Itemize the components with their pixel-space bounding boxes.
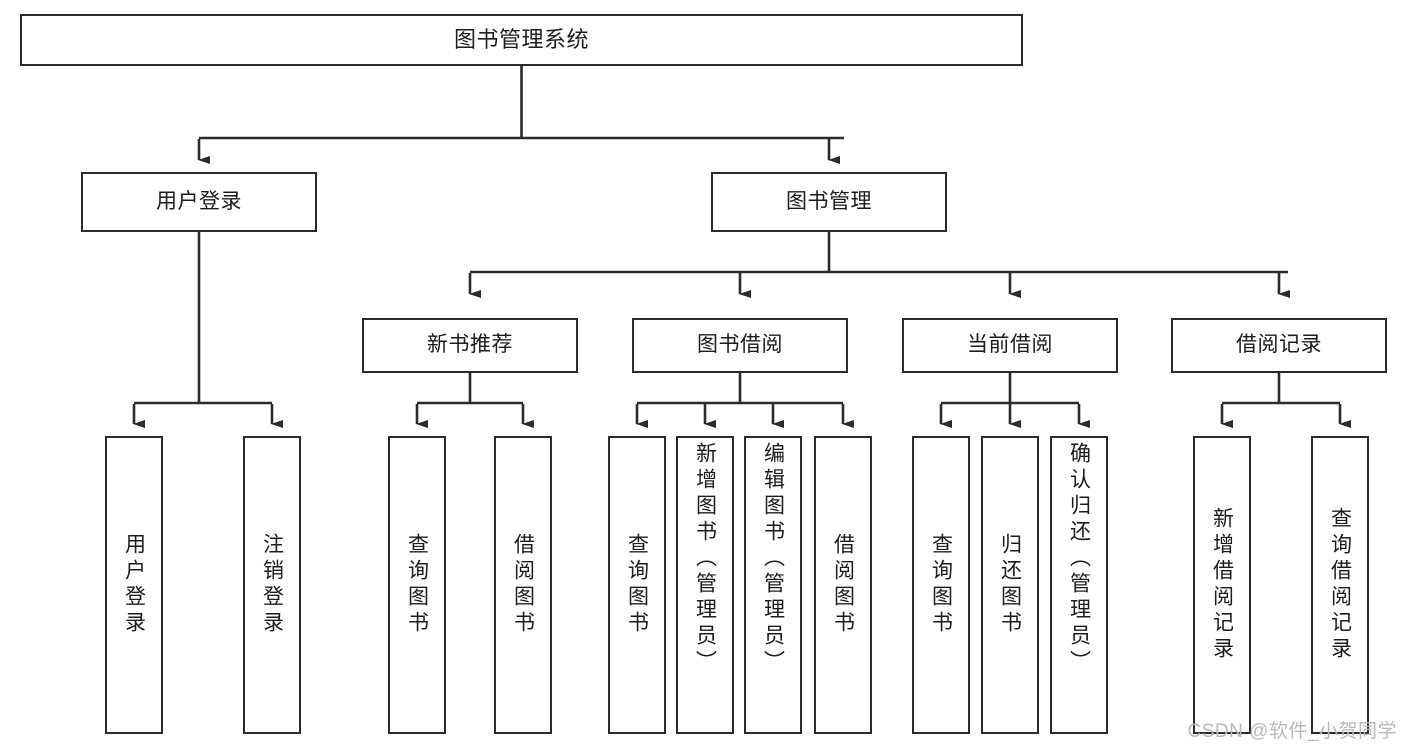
node-user-login[interactable]: 用户登录 [81, 172, 317, 232]
leaf-query-books-current[interactable]: 查询图书 [912, 436, 970, 734]
node-label: 新增图书（管理员） [693, 442, 717, 676]
leaf-query-books-borrow[interactable]: 查询图书 [608, 436, 666, 734]
node-label: 借阅记录 [1236, 333, 1322, 357]
node-label: 图书管理 [786, 189, 872, 213]
node-label: 查询图书 [405, 533, 429, 637]
node-label: 新增借阅记录 [1210, 507, 1234, 663]
leaf-query-borrow-record[interactable]: 查询借阅记录 [1311, 436, 1369, 734]
node-borrow-records[interactable]: 借阅记录 [1171, 318, 1387, 373]
node-label: 编辑图书（管理员） [761, 442, 785, 676]
node-new-book-recommend[interactable]: 新书推荐 [362, 318, 578, 373]
node-label: 查询图书 [929, 533, 953, 637]
node-label: 用户登录 [122, 533, 146, 637]
node-label: 借阅图书 [511, 533, 535, 637]
node-label: 新书推荐 [427, 333, 513, 357]
node-current-borrow[interactable]: 当前借阅 [902, 318, 1118, 373]
leaf-borrow-books-recommend[interactable]: 借阅图书 [494, 436, 552, 734]
leaf-add-borrow-record[interactable]: 新增借阅记录 [1193, 436, 1251, 734]
node-label: 确认归还（管理员） [1067, 442, 1091, 676]
leaf-user-login[interactable]: 用户登录 [105, 436, 163, 734]
node-label: 借阅图书 [831, 533, 855, 637]
node-label: 当前借阅 [967, 333, 1053, 357]
node-label: 图书管理系统 [453, 27, 589, 53]
node-book-management-system[interactable]: 图书管理系统 [20, 14, 1023, 66]
leaf-edit-book-admin[interactable]: 编辑图书（管理员） [744, 436, 802, 734]
leaf-confirm-return-admin[interactable]: 确认归还（管理员） [1050, 436, 1108, 734]
leaf-return-books[interactable]: 归还图书 [981, 436, 1039, 734]
leaf-query-books-recommend[interactable]: 查询图书 [388, 436, 446, 734]
node-label: 查询借阅记录 [1328, 507, 1352, 663]
leaf-borrow-books[interactable]: 借阅图书 [814, 436, 872, 734]
node-label: 查询图书 [625, 533, 649, 637]
node-label: 用户登录 [156, 189, 242, 213]
leaf-logout[interactable]: 注销登录 [243, 436, 301, 734]
node-label: 图书借阅 [697, 333, 783, 357]
node-label: 注销登录 [260, 533, 284, 637]
watermark-text: CSDN @软件_小贺同学 [1187, 721, 1397, 742]
node-book-borrow[interactable]: 图书借阅 [632, 318, 848, 373]
node-label: 归还图书 [998, 533, 1022, 637]
node-book-management[interactable]: 图书管理 [711, 172, 947, 232]
leaf-add-book-admin[interactable]: 新增图书（管理员） [676, 436, 734, 734]
